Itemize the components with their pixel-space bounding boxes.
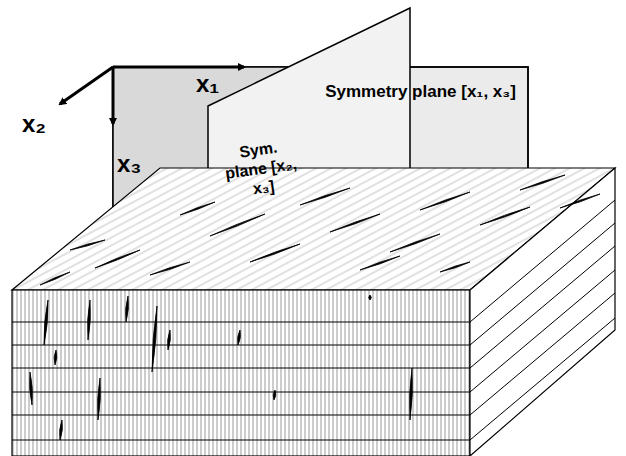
sym-plane-label: Sym. plane [x₂, x₃]	[218, 135, 303, 203]
plane-text: Sym. plane [x₂, x₃]	[218, 135, 303, 203]
symmetry-plane-label: Symmetry plane [x₁, x₃]	[318, 82, 523, 102]
block-side	[470, 168, 615, 456]
fractures	[30, 175, 600, 440]
axis-x3	[112, 67, 115, 124]
axis-label: x₂	[22, 110, 46, 138]
bedding-lines	[12, 200, 615, 440]
plane-text: Symmetry plane [x₁, x₃]	[318, 82, 523, 102]
axis-label: x₃	[117, 150, 141, 178]
axis-x1	[113, 66, 244, 69]
axis-x2	[60, 67, 113, 104]
axis-label: x₁	[196, 70, 219, 98]
block-front	[12, 290, 470, 456]
